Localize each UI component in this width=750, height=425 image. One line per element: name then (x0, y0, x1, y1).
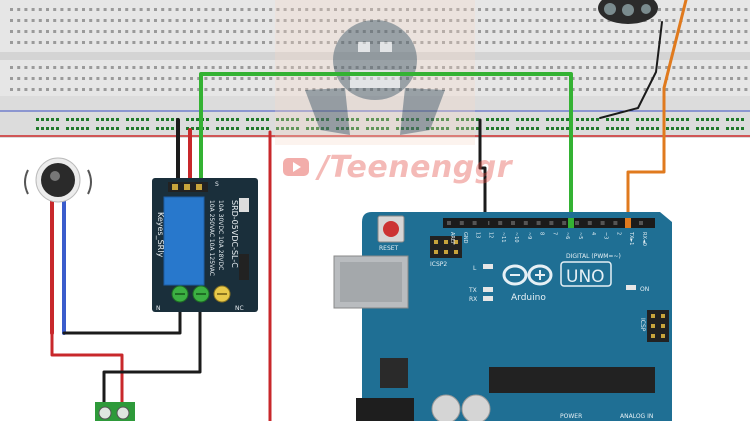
digital-header (443, 218, 655, 228)
header-pin-label: GND (462, 232, 468, 244)
led-rx-label: RX (469, 296, 477, 303)
analog-label: ANALOG IN (620, 413, 653, 420)
wire-orange (626, 0, 688, 226)
watermark-text: /Teenenggr (318, 150, 513, 185)
wire-black-motor (599, 21, 663, 119)
relay-terminal-nc: NC (235, 305, 244, 312)
board-brand: Arduino (511, 293, 546, 303)
power-jack (356, 398, 414, 421)
header-pin-label: ~11 (500, 232, 506, 243)
screw-terminal (95, 402, 135, 421)
header-pin-label: TX►1 (628, 231, 634, 246)
wires (50, 0, 688, 423)
relay-rating-1: 10A 250VAC 10A 125VAC (208, 200, 215, 276)
reset-label: RESET (379, 245, 399, 252)
wire-black-gnd (478, 118, 487, 226)
led-l-label: L (473, 265, 477, 272)
icsp-label: ICSP (639, 318, 646, 332)
wire-pin-ends (482, 218, 631, 228)
header-pin-label: 2 (615, 232, 621, 235)
led-tx-label: TX (468, 287, 477, 294)
arduino-infinity-icon (502, 264, 553, 286)
header-pin-label: AREF (449, 232, 455, 245)
relay-vertical-label: Keyes_SRly (156, 212, 165, 257)
vibration-motor-left (24, 157, 92, 203)
power-label: POWER (560, 413, 582, 420)
relay-terminal-n: N (156, 305, 161, 312)
header-pin-label: 8 (539, 232, 545, 235)
relay-model: SRD-05VDC-SL-C (230, 200, 239, 268)
header-pin-label: 7 (551, 232, 557, 235)
header-pin-label: 4 (590, 232, 596, 235)
vibration-motor-top-right (598, 0, 658, 24)
digital-label: DIGITAL (PWM=~) (566, 253, 621, 260)
header-pin-label: 13 (475, 232, 481, 238)
relay-rating-2: 10A 30VDC 10A 28VDC (217, 200, 224, 270)
header-pin-label: RX◄0 (641, 232, 647, 246)
icsp2-label: ICSP2 (430, 261, 447, 268)
on-label: ON (640, 286, 649, 293)
header-pin-label: ~10 (513, 232, 519, 243)
header-pin-label: 12 (487, 232, 493, 238)
header-pin-label: ~9 (526, 232, 532, 239)
header-pin-label: ~3 (603, 232, 609, 239)
relay-top-label: S (215, 181, 219, 188)
relay-module: Keyes_SRly SRD-05VDC-SL-C 10A 250VAC 10A… (152, 178, 258, 312)
header-pin-label: ~6 (564, 232, 570, 239)
header-pin-label: ~5 (577, 232, 583, 239)
wire-green (199, 72, 573, 226)
youtube-play-icon (283, 158, 309, 176)
board-model: UNO (566, 267, 605, 287)
